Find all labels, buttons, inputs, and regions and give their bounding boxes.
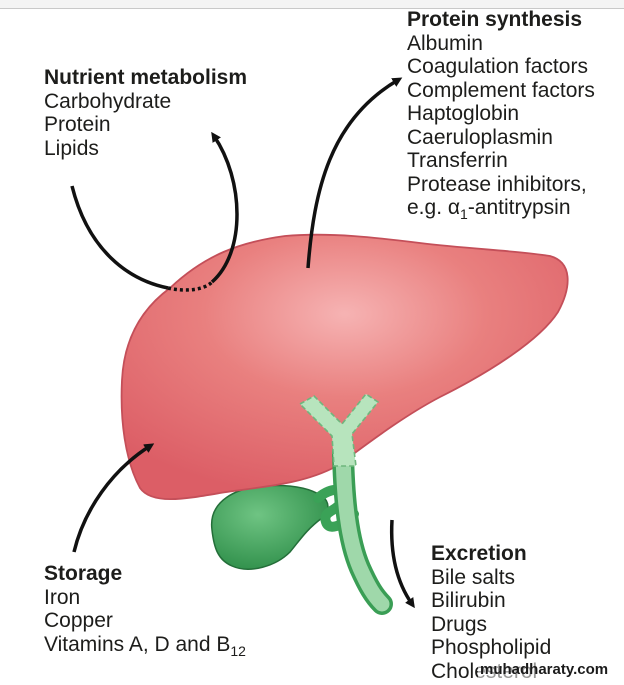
alpha-symbol: α bbox=[447, 196, 461, 219]
storage-item: Iron bbox=[44, 585, 81, 609]
nutrient-item: Carbohydrate bbox=[44, 89, 172, 113]
gallbladder bbox=[211, 484, 329, 570]
nutrient-item: Lipids bbox=[44, 136, 99, 160]
protein-arrow bbox=[306, 77, 403, 269]
example-prefix: e.g. bbox=[407, 196, 448, 219]
example-suffix: -antitrypsin bbox=[467, 196, 571, 219]
storage-item-vitamins: Vitamins A, D and B12 bbox=[44, 633, 246, 659]
nutrient-arrow bbox=[70, 185, 169, 290]
protein-item: Coagulation factors bbox=[407, 55, 588, 78]
top-border bbox=[0, 0, 624, 9]
protein-item: Transferrin bbox=[407, 149, 508, 172]
watermark: muhadharaty.com bbox=[478, 661, 611, 678]
storage-arrow bbox=[72, 443, 155, 553]
storage-item: Copper bbox=[44, 609, 113, 632]
nutrient-metabolism-block: Nutrient metabolism Carbohydrate Protein… bbox=[44, 66, 247, 160]
excretion-arrow bbox=[389, 519, 415, 609]
nutrient-metabolism-heading: Nutrient metabolism bbox=[44, 66, 248, 89]
protein-item: Caeruloplasmin bbox=[407, 125, 553, 149]
liver-shape bbox=[120, 233, 569, 501]
protein-item: Protease inhibitors, bbox=[407, 172, 587, 196]
excretion-item: Phospholipid bbox=[431, 636, 552, 659]
protein-item: Haptoglobin bbox=[407, 102, 520, 125]
vitamins-subscript: 12 bbox=[230, 642, 246, 659]
protein-item: Complement factors bbox=[407, 78, 595, 102]
nutrient-item: Protein bbox=[44, 113, 111, 136]
protein-synthesis-block: Protein synthesis Albumin Coagulation fa… bbox=[407, 8, 595, 222]
hepatic-ducts bbox=[298, 392, 380, 467]
excretion-item: Drugs bbox=[431, 612, 488, 636]
protein-synthesis-heading: Protein synthesis bbox=[407, 8, 583, 31]
excretion-item: Bile salts bbox=[431, 565, 516, 589]
protein-item-example: e.g. α1-antitrypsin bbox=[407, 196, 595, 222]
vitamins-text: Vitamins A, D and B bbox=[44, 632, 231, 656]
protein-item: Albumin bbox=[407, 31, 483, 55]
alpha-subscript: 1 bbox=[460, 206, 468, 222]
storage-heading: Storage bbox=[44, 562, 123, 585]
excretion-item: Bilirubin bbox=[431, 589, 506, 612]
storage-block: Storage Iron Copper Vitamins A, D and B1… bbox=[44, 562, 246, 659]
excretion-heading: Excretion bbox=[431, 542, 527, 565]
